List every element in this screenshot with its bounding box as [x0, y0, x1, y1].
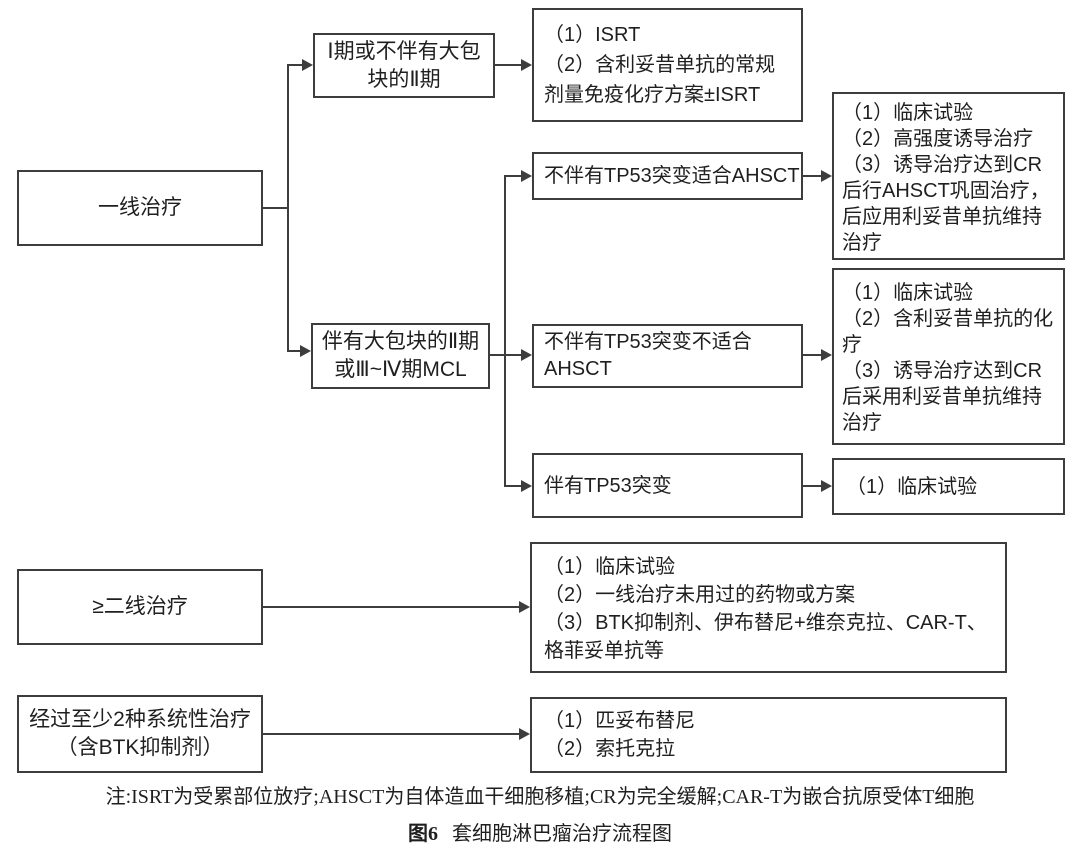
treatment-item: （1）匹妥布替尼 — [544, 710, 696, 732]
treatment-item: （2）高强度诱导治疗 — [842, 128, 1034, 150]
arrowhead-to-stage-bulky — [300, 345, 311, 357]
node-second-line-treatments: （1）临床试验 （2）一线治疗未用过的药物或方案 （3）BTK抑制剂、伊布替尼+… — [530, 542, 1007, 673]
node-post-two-systemic-treatments: 经过至少2种系统性治疗（含BTK抑制剂） — [17, 695, 263, 773]
connector-ineligible-to-treatments — [803, 354, 821, 356]
node-label: ≥二线治疗 — [92, 595, 188, 618]
arrowhead-posttwo-treatments — [519, 728, 530, 740]
connector-secondline-to-treatments — [263, 606, 519, 608]
treatment-item: （3）诱导治疗达到CR后采用利妥昔单抗维持治疗 — [842, 360, 1043, 434]
node-post-two-systemic-treatments-options: （1）匹妥布替尼 （2）索托克拉 — [530, 697, 1007, 773]
connector-to-stage-bulky — [287, 350, 301, 352]
treatment-item: （1）临床试验 — [846, 475, 978, 498]
treatment-item: （2）含利妥昔单抗的化疗 — [842, 308, 1054, 356]
node-no-tp53-ahsct-ineligible: 不伴有TP53突变不适合AHSCT — [532, 324, 803, 388]
node-first-line-treatment: 一线治疗 — [17, 170, 263, 246]
connector-to-stage-early — [287, 64, 303, 66]
connector-firstline-branch-vertical — [287, 64, 289, 352]
connector-eligible-to-treatments — [803, 175, 821, 177]
figure-caption: 图6 套细胞淋巴瘤治疗流程图 — [0, 820, 1080, 848]
arrowhead-ineligible-treatments — [821, 349, 832, 361]
connector-firstline-stub — [263, 207, 289, 209]
node-stage-early-treatments: （1）ISRT （2）含利妥昔单抗的常规剂量免疫化疗方案±ISRT — [532, 8, 803, 122]
node-label: 不伴有TP53突变适合AHSCT — [544, 165, 800, 187]
treatment-item: （1）临床试验 — [842, 102, 974, 124]
treatment-item: （2）含利妥昔单抗的常规剂量免疫化疗方案±ISRT — [544, 54, 776, 106]
treatment-item: （1）ISRT — [544, 24, 641, 46]
node-label: 一线治疗 — [98, 196, 182, 219]
figure-number: 图6 — [408, 823, 438, 845]
node-stage-early: Ⅰ期或不伴有大包块的Ⅱ期 — [313, 33, 495, 98]
connector-stage-early-to-treatments — [495, 64, 521, 66]
node-label: Ⅰ期或不伴有大包块的Ⅱ期 — [327, 39, 481, 91]
connector-posttwo-to-treatments — [263, 733, 519, 735]
arrowhead-ineligible — [521, 349, 532, 361]
arrowhead-secondline-treatments — [519, 601, 530, 613]
node-label: 不伴有TP53突变不适合AHSCT — [544, 331, 752, 380]
arrowhead-to-stage-early — [302, 59, 313, 71]
connector-to-tp53 — [504, 485, 521, 487]
node-tp53-mutation-treatments: （1）临床试验 — [832, 458, 1065, 515]
figure-title: 套细胞淋巴瘤治疗流程图 — [452, 823, 672, 845]
node-label: 伴有大包块的Ⅱ期或Ⅲ~Ⅳ期MCL — [321, 330, 480, 381]
connector-tp53-to-treatments — [803, 485, 821, 487]
treatment-item: （2）一线治疗未用过的药物或方案 — [544, 584, 856, 606]
treatment-item: （2）索托克拉 — [544, 738, 676, 760]
figure-note: 注:ISRT为受累部位放疗;AHSCT为自体造血干细胞移植;CR为完全缓解;CA… — [105, 786, 975, 808]
arrowhead-tp53 — [521, 480, 532, 492]
connector-bulky-branch-vertical — [504, 175, 506, 487]
node-no-tp53-ahsct-eligible: 不伴有TP53突变适合AHSCT — [532, 152, 803, 200]
node-ahsct-eligible-treatments: （1）临床试验 （2）高强度诱导治疗 （3）诱导治疗达到CR后行AHSCT巩固治… — [832, 92, 1065, 260]
node-label: 经过至少2种系统性治疗（含BTK抑制剂） — [29, 708, 251, 759]
treatment-item: （3）诱导治疗达到CR后行AHSCT巩固治疗，后应用利妥昔单抗维持治疗 — [842, 154, 1050, 254]
treatment-item: （1）临床试验 — [842, 282, 974, 304]
treatment-item: （3）BTK抑制剂、伊布替尼+维奈克拉、CAR-T、格菲妥单抗等 — [544, 612, 987, 662]
arrowhead-stage-early-treatments — [521, 59, 532, 71]
treatment-item: （1）临床试验 — [544, 556, 676, 578]
arrowhead-tp53-treatments — [821, 480, 832, 492]
node-stage-bulky: 伴有大包块的Ⅱ期或Ⅲ~Ⅳ期MCL — [311, 323, 490, 389]
arrowhead-eligible-treatments — [821, 170, 832, 182]
node-label: 伴有TP53突变 — [544, 474, 672, 497]
arrowhead-eligible — [521, 170, 532, 182]
node-second-line-treatment: ≥二线治疗 — [17, 569, 263, 645]
node-tp53-mutation: 伴有TP53突变 — [532, 453, 803, 518]
node-ahsct-ineligible-treatments: （1）临床试验 （2）含利妥昔单抗的化疗 （3）诱导治疗达到CR后采用利妥昔单抗… — [832, 268, 1065, 445]
connector-to-eligible — [504, 175, 521, 177]
